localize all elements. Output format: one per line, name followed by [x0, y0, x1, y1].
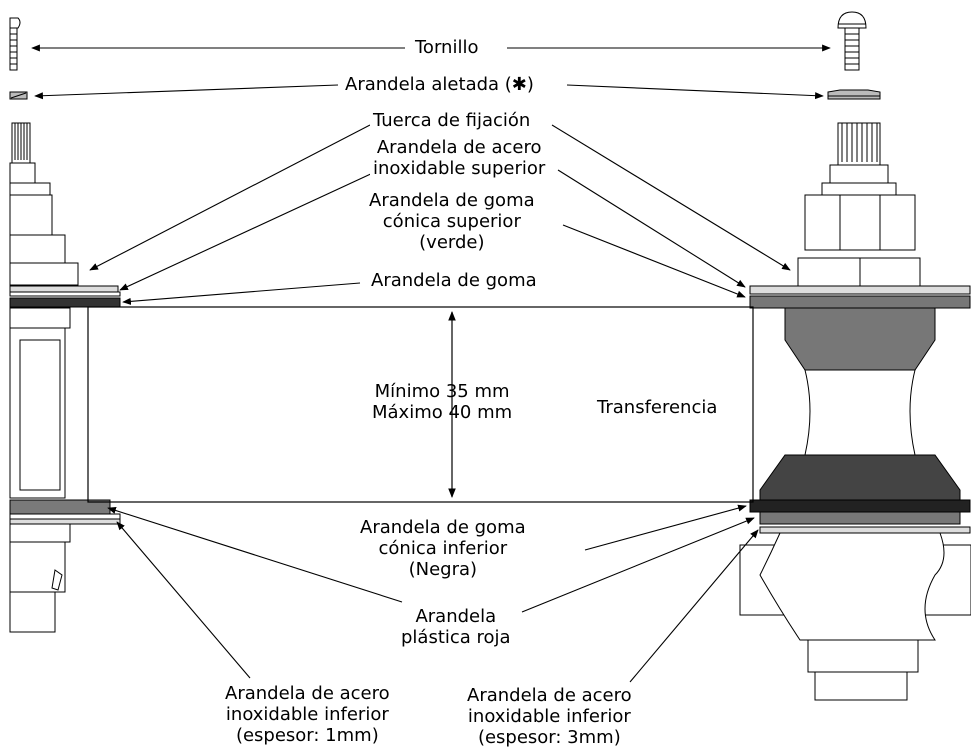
right-winged-washer-icon — [827, 89, 881, 100]
label-acero-inferior-right-line2: inoxidable inferior — [467, 706, 631, 727]
label-plastica-roja-line1: Arandela — [415, 606, 497, 627]
label-goma-conica-inferior: Arandela de goma cónica inferior (Negra) — [357, 517, 529, 580]
leader-plastica-left — [107, 507, 403, 603]
right-valve-assembly — [739, 122, 971, 701]
leader-acero-sup-right — [557, 169, 746, 288]
label-goma-conica-superior-line2: cónica superior — [382, 211, 521, 232]
left-screw-icon — [9, 17, 21, 71]
leader-goma-conica-sup — [562, 224, 746, 298]
left-valve-assembly — [9, 122, 121, 633]
label-acero-superior-line2: inoxidable superior — [373, 158, 546, 179]
label-acero-inferior-right-line3: (espesor: 3mm) — [477, 727, 621, 748]
label-acero-inferior-left: Arandela de acero inoxidable inferior (e… — [222, 683, 393, 746]
leader-goma-conica-inf — [584, 504, 747, 551]
label-goma-conica-inferior-line2: cónica inferior — [378, 538, 508, 559]
label-acero-inferior-left-line2: inoxidable inferior — [225, 704, 389, 725]
label-maximo: Máximo 40 mm — [372, 402, 513, 423]
label-transferencia: Transferencia — [597, 397, 718, 418]
leader-acero-sup-left — [119, 171, 376, 291]
label-goma-conica-superior: Arandela de goma cónica superior (verde) — [366, 190, 538, 253]
left-winged-washer-icon — [9, 91, 28, 100]
label-acero-inferior-right: Arandela de acero inoxidable inferior (e… — [464, 685, 635, 748]
label-acero-superior-line1: Arandela de acero — [376, 137, 542, 158]
leader-goma — [122, 282, 361, 305]
leader-tuerca-right — [551, 124, 791, 271]
label-tornillo: Tornillo — [412, 37, 482, 58]
label-goma-conica-superior-line3: (verde) — [419, 232, 485, 253]
label-plastica-roja: Arandela plástica roja — [398, 606, 514, 648]
label-goma: Arandela de goma — [368, 270, 540, 291]
label-tuerca: Tuerca de fijación — [370, 110, 534, 131]
label-acero-inferior-left-line3: (espesor: 1mm) — [235, 725, 379, 746]
label-acero-superior: Arandela de acero inoxidable superior — [370, 137, 549, 179]
label-plastica-roja-line2: plástica roja — [401, 627, 511, 648]
label-goma-conica-inferior-line1: Arandela de goma — [360, 517, 526, 538]
leader-aletada-right — [566, 84, 824, 100]
leader-acero-inf-left — [116, 521, 251, 679]
leader-acero-inf-right — [629, 529, 759, 683]
leader-lines — [31, 44, 831, 683]
leader-tuerca-left — [89, 124, 371, 271]
label-dimensions: Mínimo 35 mm Máximo 40 mm — [369, 381, 515, 423]
right-screw-icon — [837, 11, 867, 71]
label-goma-conica-superior-line1: Arandela de goma — [369, 190, 535, 211]
label-acero-inferior-left-line1: Arandela de acero — [225, 683, 390, 704]
transfer-gap-box — [87, 306, 754, 503]
label-goma-conica-inferior-line3: (Negra) — [408, 559, 478, 580]
leader-plastica-right — [521, 517, 755, 613]
leader-aletada-left — [34, 84, 339, 100]
label-acero-inferior-right-line1: Arandela de acero — [467, 685, 632, 706]
label-arandela-aletada: Arandela aletada (✱) — [342, 74, 537, 95]
label-minimo: Mínimo 35 mm — [374, 381, 510, 402]
